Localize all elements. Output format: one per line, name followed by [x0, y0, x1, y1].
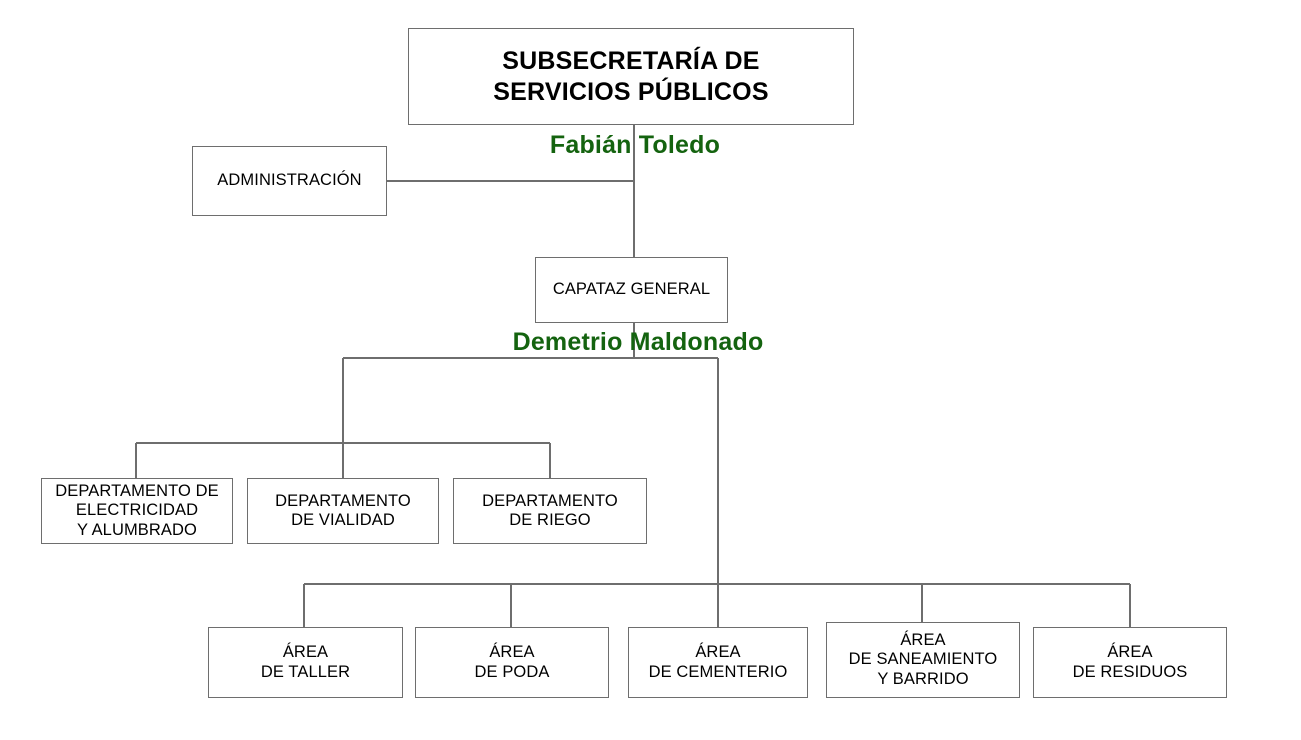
node-departamento-vialidad[interactable]: DEPARTAMENTO DE VIALIDAD [247, 478, 439, 544]
node-capataz-general[interactable]: CAPATAZ GENERAL [535, 257, 728, 323]
node-departamento-riego[interactable]: DEPARTAMENTO DE RIEGO [453, 478, 647, 544]
node-area-cementerio[interactable]: ÁREA DE CEMENTERIO [628, 627, 808, 698]
node-subsecretaria[interactable]: SUBSECRETARÍA DE SERVICIOS PÚBLICOS [408, 28, 854, 125]
node-area-saneamiento-barrido[interactable]: ÁREA DE SANEAMIENTO Y BARRIDO [826, 622, 1020, 698]
node-administracion[interactable]: ADMINISTRACIÓN [192, 146, 387, 216]
node-departamento-electricidad-alumbrado[interactable]: DEPARTAMENTO DE ELECTRICIDAD Y ALUMBRADO [41, 478, 233, 544]
node-area-residuos[interactable]: ÁREA DE RESIDUOS [1033, 627, 1227, 698]
person-label-capataz-general: Demetrio Maldonado [512, 328, 764, 356]
person-label-subsecretaria: Fabián Toledo [549, 131, 721, 159]
node-area-poda[interactable]: ÁREA DE PODA [415, 627, 609, 698]
node-area-taller[interactable]: ÁREA DE TALLER [208, 627, 403, 698]
